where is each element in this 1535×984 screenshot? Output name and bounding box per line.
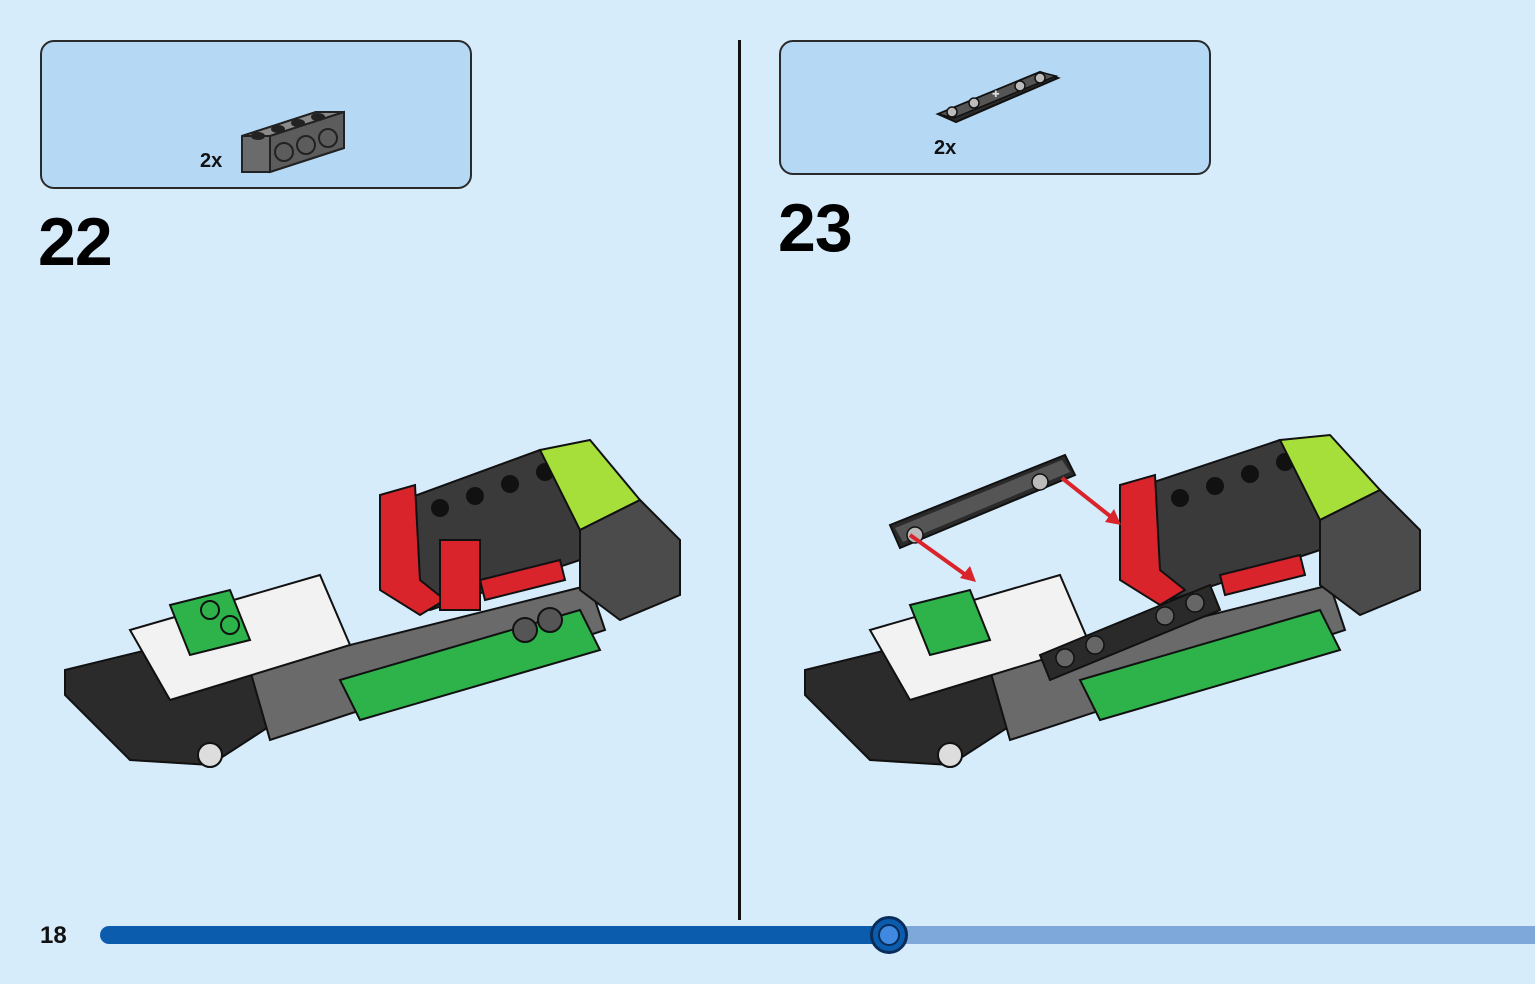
parts-callout-step-23: ✚ 2x [779,40,1211,175]
svg-text:✚: ✚ [992,89,1000,99]
progress-indicator [870,916,909,954]
model-assembly-step-23-illustration [804,433,1421,768]
progress-bar [100,926,1535,944]
assembly-arrow-2 [1060,476,1121,525]
technic-brick-1x4-icon [241,110,345,174]
step-number: 22 [38,204,113,280]
model-assembly-step-22-illustration [64,438,681,768]
step-number: 23 [778,190,853,266]
panel-divider [738,40,741,920]
progress-fill [100,926,890,944]
part-quantity: 2x [200,150,223,172]
technic-liftarm-1x5-icon: ✚ [935,70,1061,124]
part-quantity: 2x [934,137,957,159]
page-number: 18 [40,922,67,949]
assembly-arrow-1 [908,533,976,582]
parts-callout-step-22: 2x [40,40,472,189]
